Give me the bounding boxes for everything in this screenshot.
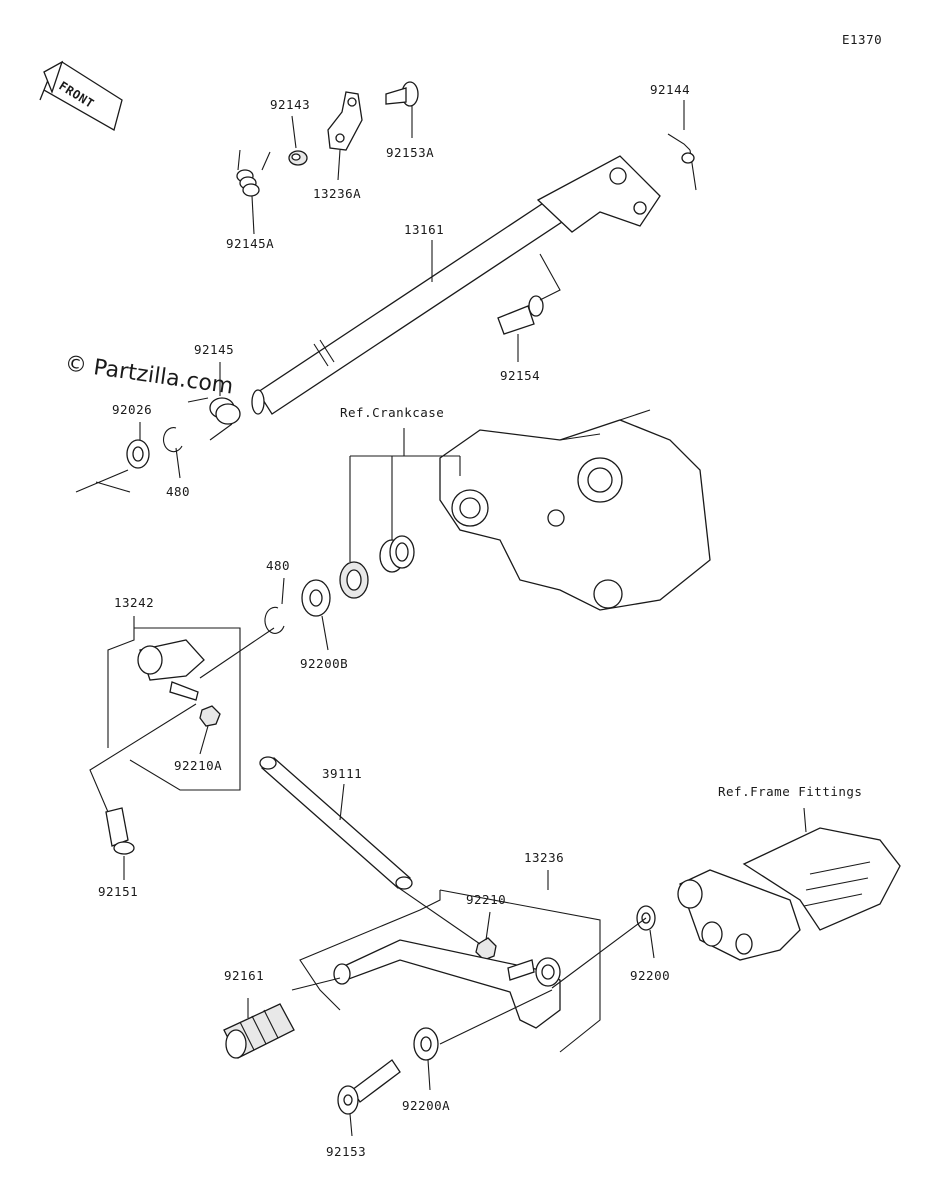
label-92210A: 92210A: [174, 758, 222, 773]
front-arrow-icon: FRONT: [39, 60, 123, 131]
label-13236: 13236: [524, 850, 564, 865]
label-92200A: 92200A: [402, 1098, 450, 1113]
label-92153: 92153: [326, 1144, 366, 1159]
washer-92200B: [301, 579, 331, 617]
bolt-92153A: [385, 81, 419, 107]
label-480-lower: 480: [266, 558, 290, 573]
washer-92026: [126, 439, 150, 469]
label-92145A: 92145A: [226, 236, 274, 251]
spring-92145A: [236, 149, 271, 197]
label-92145: 92145: [194, 342, 234, 357]
label-13242: 13242: [114, 595, 154, 610]
crankcase-ref: [439, 409, 711, 611]
leader-lines: [75, 100, 807, 1137]
washer-92200A: [413, 1027, 439, 1061]
shift-pedal-13236: [333, 939, 561, 1029]
label-480-upper: 480: [166, 484, 190, 499]
frame-fittings-ref: [677, 827, 901, 961]
spring-92144: [667, 133, 697, 191]
circlip-480-upper: [162, 427, 183, 453]
tie-rod-39111: [259, 756, 413, 890]
rubber-92161: [223, 1003, 295, 1059]
watermark: © Partzilla.com: [63, 351, 235, 399]
bolt-92153: [337, 1059, 401, 1115]
label-92200B: 92200B: [300, 656, 348, 671]
label-92144: 92144: [650, 82, 690, 97]
diagram-code: E1370: [842, 32, 882, 47]
lever-13236A: [327, 91, 363, 151]
label-39111: 39111: [322, 766, 362, 781]
spring-92145: [187, 397, 241, 441]
bolt-92151: [105, 807, 135, 855]
label-92200: 92200: [630, 968, 670, 983]
label-92154: 92154: [500, 368, 540, 383]
needle-bearing: [379, 535, 415, 573]
lever-13242: [137, 639, 205, 701]
label-92210: 92210: [466, 892, 506, 907]
label-13161: 13161: [404, 222, 444, 237]
label-92161: 92161: [224, 968, 264, 983]
collar-92143: [288, 150, 308, 166]
circlip-480-lower: [264, 606, 285, 634]
label-92151: 92151: [98, 884, 138, 899]
label-92026: 92026: [112, 402, 152, 417]
shift-shaft-13161: [251, 155, 661, 415]
ref-crankcase: Ref.Crankcase: [340, 405, 444, 420]
nut-92210: [475, 937, 497, 961]
label-92143: 92143: [270, 97, 310, 112]
oil-seal: [339, 561, 369, 599]
label-13236A: 13236A: [313, 186, 361, 201]
nut-92210A: [199, 705, 221, 727]
label-92153A: 92153A: [386, 145, 434, 160]
ref-frame-fittings: Ref.Frame Fittings: [718, 784, 862, 799]
pin-92154: [497, 295, 544, 335]
